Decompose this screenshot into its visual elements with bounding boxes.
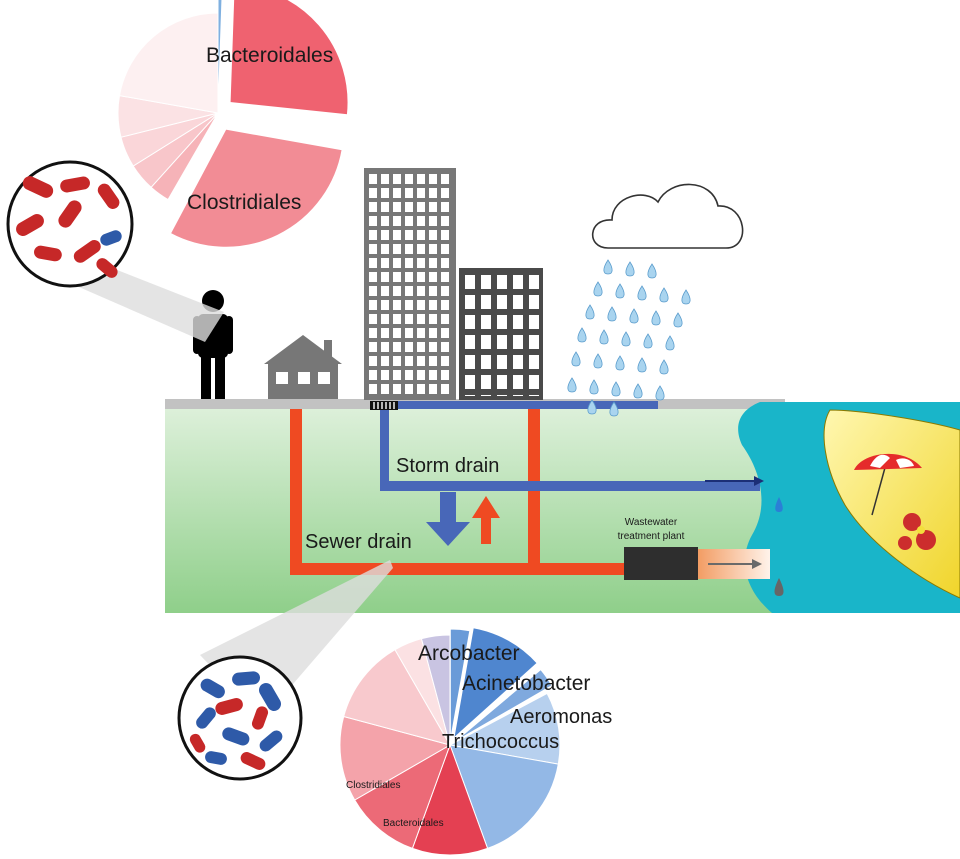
rain-drop-12	[673, 312, 683, 328]
rain-drop-1	[625, 261, 635, 277]
sewer-pipe-house-down	[290, 409, 302, 574]
treatment-plant: Wastewater treatment plant	[618, 517, 770, 580]
storm-pipe-main	[380, 481, 760, 491]
rain-drop-22	[659, 359, 669, 375]
rain-drop-15	[621, 331, 631, 347]
human-gut-pie-chart	[117, 0, 349, 248]
sewer-bacteria-circle	[177, 655, 303, 781]
sewer-pie-slice-5	[411, 743, 489, 856]
ground-section	[165, 399, 960, 613]
sewer-pie-slice-1	[453, 627, 538, 740]
storm-drain-grate	[370, 401, 398, 410]
rain-drop-4	[615, 283, 625, 299]
tall-building	[364, 168, 456, 400]
rain-drop-10	[629, 308, 639, 324]
rain-drop-2	[647, 263, 657, 279]
gut-pie-label-bacteroidales: Bacteroidales	[206, 44, 333, 67]
sewer-pie-slice-2	[454, 668, 553, 742]
house	[264, 335, 342, 399]
rain-drop-19	[593, 353, 603, 369]
gut-pie-slice-7	[118, 12, 219, 114]
rain-drop-13	[577, 327, 587, 343]
rain-drop-26	[633, 383, 643, 399]
sewer-pie-label-bacteroidales: Bacteroidales	[383, 818, 444, 829]
gut-pie-label-clostridiales: Clostridiales	[187, 191, 301, 214]
sewer-pie-label-aeromonas: Aeromonas	[510, 706, 612, 728]
rain-drop-27	[655, 385, 665, 401]
rain-drop-24	[589, 379, 599, 395]
sewer-pie-slice-4	[449, 744, 559, 850]
rain-drop-17	[665, 335, 675, 351]
rain-drop-28	[587, 399, 597, 415]
sewer-drain-label: Sewer drain	[305, 531, 412, 553]
sewer-outfall-drop	[774, 578, 784, 596]
short-building	[459, 268, 543, 400]
rain-drop-0	[603, 259, 613, 275]
sewer-pipe-main	[290, 563, 625, 575]
sewer-pie-slice-6	[354, 743, 451, 850]
storm-pipe-street	[380, 401, 658, 409]
rain-drop-3	[593, 281, 603, 297]
rain-drop-5	[637, 285, 647, 301]
sewer-pie-slice-0	[449, 628, 471, 742]
rain-drop-11	[651, 310, 661, 326]
sewer-pie-label-acinetobacter: Acinetobacter	[462, 672, 590, 695]
rain-drops	[567, 259, 691, 417]
storm-drain-label: Storm drain	[396, 455, 499, 477]
sewer-to-storm-arrow	[472, 496, 500, 544]
gut-pie-slice-1	[229, 0, 349, 116]
gut-zoom-cone	[72, 268, 224, 342]
sewer-pipe-building-down	[528, 409, 540, 574]
plant-effluent-arrowhead	[752, 559, 762, 569]
plant-label-line1: Wastewater	[625, 517, 678, 528]
beach-bacteria	[898, 513, 936, 550]
storm-pipe-down	[380, 401, 389, 491]
sewer-pie-slice-3	[448, 692, 561, 765]
rain-drop-29	[609, 401, 619, 417]
storm-outfall-drop	[775, 497, 783, 512]
gut-pie-slice-2	[169, 128, 343, 248]
rain-cloud	[591, 183, 744, 249]
beach-umbrella	[854, 453, 922, 516]
plant-box	[624, 547, 698, 580]
rain-drop-18	[571, 351, 581, 367]
rain-drop-23	[567, 377, 577, 393]
rain-drop-8	[585, 304, 595, 320]
sewer-pie-label-clostridiales: Clostridiales	[346, 780, 400, 791]
rain-drop-16	[643, 333, 653, 349]
sewer-pie-label-arcobacter: Arcobacter	[418, 642, 520, 665]
rain-drop-6	[659, 287, 669, 303]
rain-drop-20	[615, 355, 625, 371]
rain-drop-21	[637, 357, 647, 373]
beach	[823, 409, 960, 599]
storm-pipes	[380, 401, 760, 491]
rain-drop-9	[607, 306, 617, 322]
plant-label-line2: treatment plant	[618, 531, 685, 542]
rain-drop-14	[599, 329, 609, 345]
rain-drop-25	[611, 381, 621, 397]
gut-bacteria-circle	[6, 160, 134, 288]
sewer-pie-chart	[339, 627, 561, 856]
rain-drop-7	[681, 289, 691, 305]
sewer-pie-slice-10	[420, 634, 451, 746]
grate-slots	[373, 402, 395, 409]
sewer-pie-slice-7	[339, 715, 452, 801]
storm-outflow-arrowhead	[754, 476, 764, 486]
sewer-pie-label-trichococcus: Trichococcus	[442, 731, 559, 753]
storm-to-sewer-arrow	[426, 492, 470, 546]
sewer-pie-slice-8	[343, 649, 452, 746]
gut-pie-slice-0	[217, 0, 223, 114]
